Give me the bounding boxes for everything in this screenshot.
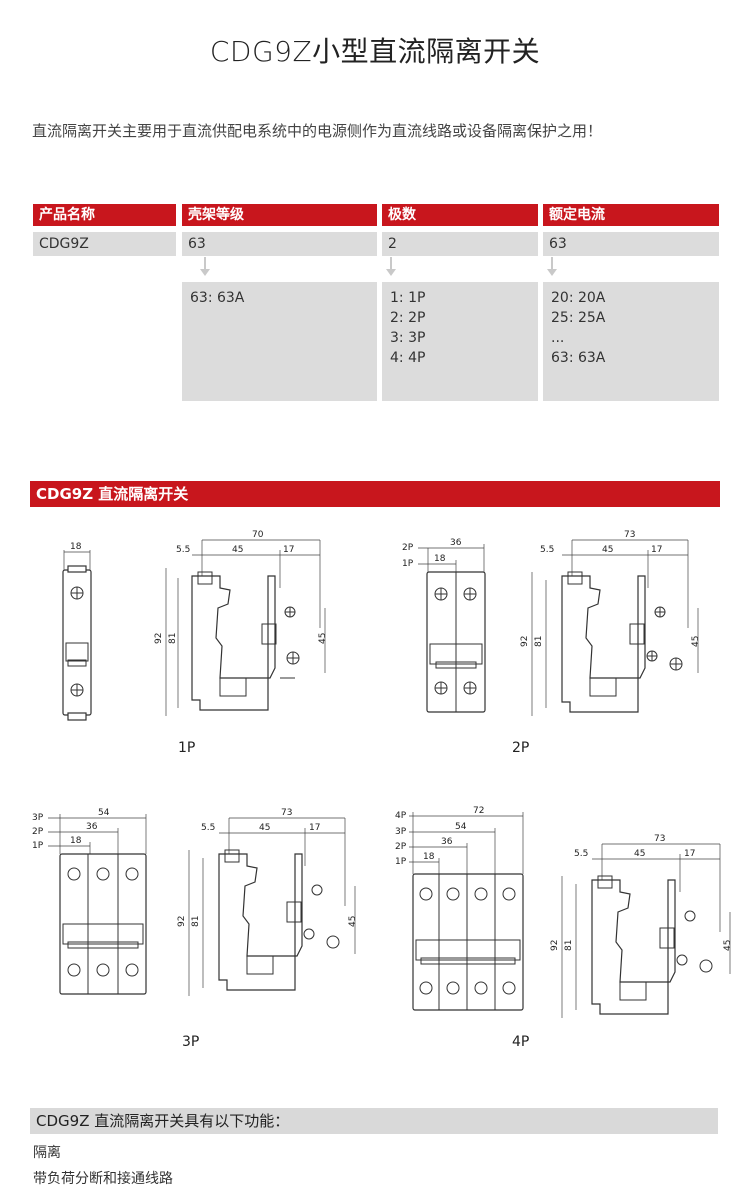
spec-table: 产品名称 CDG9Z 壳架等级 63 63: 63A 极数 2 1: 1P 2:… (33, 204, 723, 404)
option-item: ... (551, 330, 565, 346)
dim-label: 45 (723, 940, 733, 951)
spec-header-name: 产品名称 (33, 204, 176, 226)
dim-label: 92 (154, 633, 164, 644)
dim-label: 17 (283, 545, 294, 555)
dim-label: 5.5 (574, 849, 588, 859)
function-item: 隔离 (33, 1145, 61, 1161)
functions-title: CDG9Z 直流隔离开关具有以下功能： (30, 1108, 718, 1134)
spec-options-poles: 1: 1P 2: 2P 3: 3P 4: 4P (382, 282, 538, 401)
dim-label: 45 (318, 633, 328, 644)
spec-header-frame: 壳架等级 (182, 204, 377, 226)
dim-label: 72 (473, 806, 484, 816)
dim-label: 5.5 (176, 545, 190, 555)
dim-label: 92 (520, 636, 530, 647)
dim-label: 17 (309, 823, 320, 833)
diagram-4p-side: 73 5.5 45 17 92 81 45 (550, 834, 733, 1018)
diagram-3p-side: 73 5.5 45 17 92 81 45 (177, 808, 358, 996)
dim-label: 3P (395, 827, 407, 837)
option-item: 63: 63A (551, 350, 606, 366)
dim-label: 18 (423, 852, 435, 862)
diagram-label-2p: 2P (512, 740, 530, 756)
dim-label: 18 (70, 836, 82, 846)
dim-label: 2P (402, 543, 414, 553)
diagram-2p-side: 73 5.5 45 17 92 81 45 (520, 530, 701, 716)
option-item: 63: 63A (190, 290, 245, 306)
dim-label: 45 (348, 916, 358, 927)
dim-label: 92 (177, 916, 187, 927)
option-item: 4: 4P (390, 350, 426, 366)
page-title: CDG9Z小型直流隔离开关 (209, 35, 541, 68)
dim-label: 36 (441, 837, 453, 847)
dim-label: 70 (252, 530, 264, 540)
dim-label: 73 (624, 530, 635, 540)
intro-text: 直流隔离开关主要用于直流供配电系统中的电源侧作为直流线路或设备隔离保护之用！ (32, 122, 603, 140)
dim-label: 2P (395, 842, 407, 852)
dim-label: 18 (70, 542, 82, 552)
dim-label: 2P (32, 827, 44, 837)
dim-label: 4P (395, 811, 407, 821)
dim-label: 54 (455, 822, 467, 832)
option-item: 1: 1P (390, 290, 426, 306)
spec-header-poles: 极数 (382, 204, 538, 226)
dim-label: 81 (534, 636, 544, 647)
diagram-label-3p: 3P (182, 1034, 200, 1050)
diagram-1p-side: 70 5.5 45 17 92 81 45 (154, 530, 328, 716)
option-item: 20: 20A (551, 290, 606, 306)
arrow-icon (547, 257, 557, 276)
arrow-icon (386, 257, 396, 276)
spec-options-current: 20: 20A 25: 25A ... 63: 63A (543, 282, 719, 401)
dim-label: 81 (168, 633, 178, 644)
dim-label: 45 (691, 636, 701, 647)
dim-label: 1P (402, 559, 414, 569)
dim-label: 92 (550, 940, 560, 951)
spec-header-current: 额定电流 (543, 204, 719, 226)
diagram-1p-front: 18 (62, 542, 92, 721)
diagram-label-1p: 1P (178, 740, 196, 756)
dim-label: 45 (602, 545, 613, 555)
arrow-icon (200, 257, 210, 276)
diagram-3p-front: 3P 2P 1P 54 36 18 (32, 808, 147, 995)
spec-options-frame: 63: 63A (182, 282, 377, 401)
dim-label: 45 (232, 545, 243, 555)
dim-label: 45 (259, 823, 270, 833)
dim-label: 81 (564, 940, 574, 951)
dim-label: 3P (32, 813, 44, 823)
function-item: 带负荷分断和接通线路 (33, 1171, 173, 1187)
dim-label: 18 (434, 554, 446, 564)
dim-label: 73 (281, 808, 292, 818)
dim-label: 1P (32, 841, 44, 851)
section-title: CDG9Z 直流隔离开关 (30, 481, 720, 507)
dim-label: 81 (191, 916, 201, 927)
dim-label: 5.5 (540, 545, 554, 555)
spec-value-current: 63 (543, 232, 719, 256)
dim-label: 54 (98, 808, 110, 818)
spec-value-poles: 2 (382, 232, 538, 256)
spec-value-frame: 63 (182, 232, 377, 256)
option-item: 3: 3P (390, 330, 426, 346)
dim-label: 5.5 (201, 823, 215, 833)
dim-label: 73 (654, 834, 665, 844)
diagram-2p-front: 2P 1P 36 18 (402, 538, 486, 713)
dim-label: 17 (684, 849, 695, 859)
dim-label: 36 (86, 822, 98, 832)
diagram-4p-front: 4P 3P 2P 1P 72 54 36 18 (395, 806, 524, 1011)
option-item: 2: 2P (390, 310, 426, 326)
dim-label: 36 (450, 538, 462, 548)
dim-label: 45 (634, 849, 645, 859)
spec-value-name: CDG9Z (33, 232, 176, 256)
option-item: 25: 25A (551, 310, 606, 326)
dim-label: 17 (651, 545, 662, 555)
diagram-label-4p: 4P (512, 1034, 530, 1050)
dim-label: 1P (395, 857, 407, 867)
